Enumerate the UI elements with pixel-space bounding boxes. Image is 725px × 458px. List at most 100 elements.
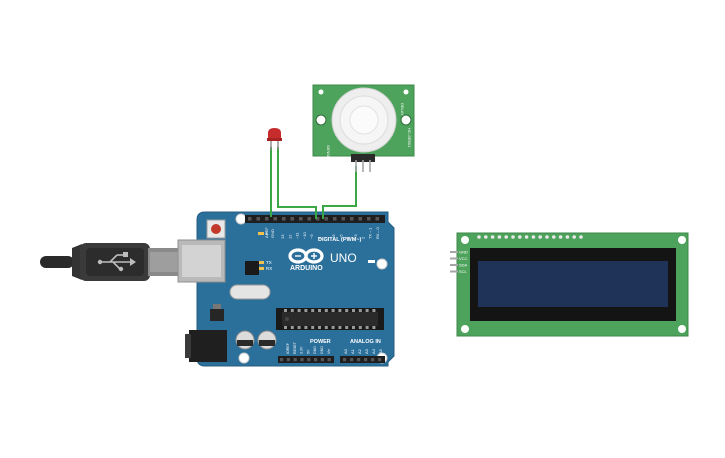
header-pin-hole[interactable] xyxy=(333,217,337,221)
header-pin-hole[interactable] xyxy=(367,217,371,221)
power-pin-label: Vin xyxy=(327,349,331,354)
power-pin-label: 3.3V xyxy=(300,346,304,354)
atmega-pin xyxy=(304,326,308,329)
pir-hole xyxy=(403,89,409,95)
header-pin-hole[interactable] xyxy=(341,217,346,221)
header-pin-hole[interactable] xyxy=(282,217,286,221)
lcd-top-pin xyxy=(504,235,509,239)
header-pin-hole[interactable] xyxy=(290,217,295,221)
lcd-pin-label: SCL xyxy=(459,269,468,274)
digital-pin-label: ~11 xyxy=(295,232,300,239)
power-header xyxy=(278,356,334,363)
on-led xyxy=(368,260,375,263)
digital-pin-label: RX←0 xyxy=(375,226,380,239)
atmega-pin xyxy=(297,309,301,312)
digital-pin-label: 12 xyxy=(287,234,292,239)
header-pin-hole[interactable] xyxy=(357,358,361,362)
gnd-top-label: GND xyxy=(270,229,275,238)
dc-power-jack[interactable] xyxy=(189,330,227,362)
mounting-hole xyxy=(376,258,388,270)
red-led[interactable] xyxy=(267,128,282,150)
header-pin-hole[interactable] xyxy=(307,358,311,362)
header-pin-hole[interactable] xyxy=(324,217,329,221)
atmega-pins xyxy=(284,309,376,329)
sensitivity-potentiometer[interactable] xyxy=(315,114,327,126)
usb-icon xyxy=(97,252,136,272)
lcd-mount-hole xyxy=(678,325,686,333)
header-pin-hole[interactable] xyxy=(371,358,375,362)
atmega-pin xyxy=(304,309,308,312)
wire-pir-out[interactable] xyxy=(322,166,357,219)
atmega-notch xyxy=(285,317,289,321)
lcd-top-pin xyxy=(484,235,488,239)
capacitor-stripe xyxy=(259,340,275,346)
header-pin-hole[interactable] xyxy=(378,358,382,362)
analog-pin-label: A0 xyxy=(343,348,348,354)
analog-pin-label: A4 xyxy=(371,348,376,354)
board-model-label: UNO xyxy=(330,251,357,265)
analog-pin-label: A2 xyxy=(357,348,362,354)
pir-sensor[interactable]: SENSITIVITY DELAY HC-SR501 xyxy=(312,84,415,172)
header-pin-hole[interactable] xyxy=(307,217,312,221)
header-pin-hole[interactable] xyxy=(316,217,320,221)
tx-label: TX xyxy=(266,260,272,265)
pir-header xyxy=(351,154,375,162)
header-pin-hole[interactable] xyxy=(293,358,297,362)
lcd-side-pin[interactable] xyxy=(450,270,458,273)
header-pin-hole[interactable] xyxy=(314,358,318,362)
lcd-side-pin[interactable] xyxy=(450,257,458,260)
atmega-pin xyxy=(324,309,328,312)
atmega-pin xyxy=(358,326,362,329)
header-pin-hole[interactable] xyxy=(375,217,380,221)
atmega-pin xyxy=(372,309,376,312)
header-pin-hole[interactable] xyxy=(273,217,278,221)
header-pin-hole[interactable] xyxy=(256,217,261,221)
rx-led xyxy=(258,267,264,270)
infinity-logo-icon xyxy=(288,248,324,264)
power-pin-label: IOREF xyxy=(286,342,290,354)
reset-button[interactable] xyxy=(211,224,221,234)
arduino-logo-text: ARDUINO xyxy=(290,265,323,272)
usb-cable[interactable] xyxy=(40,243,180,281)
digital-pin-holes xyxy=(248,217,379,221)
header-pin-hole[interactable] xyxy=(358,217,363,221)
atmega-pin xyxy=(318,309,321,312)
atmega-pin xyxy=(365,326,369,329)
header-pin-hole[interactable] xyxy=(300,358,304,362)
wire-led-anode[interactable] xyxy=(277,147,317,219)
atmega-pin xyxy=(331,309,335,312)
atmega-pin xyxy=(365,309,369,312)
digital-pin-label: ~6 xyxy=(331,234,336,239)
header-pin-hole[interactable] xyxy=(350,358,354,362)
header-pin-hole[interactable] xyxy=(286,358,290,362)
lcd-side-pin[interactable] xyxy=(450,251,458,253)
lcd-pin-label: VCC xyxy=(459,256,468,261)
usb-controller-chip xyxy=(245,261,259,275)
header-pin-hole[interactable] xyxy=(320,358,324,362)
header-pin-hole[interactable] xyxy=(248,217,252,221)
lcd-side-pin[interactable] xyxy=(450,264,458,266)
lcd-top-pin xyxy=(572,235,576,239)
tx-led xyxy=(258,261,264,264)
digital-pin-label: ~5 xyxy=(338,234,343,239)
header-pin-hole[interactable] xyxy=(364,358,368,362)
analog-pin-label: A5 xyxy=(378,348,383,354)
lcd-top-pin xyxy=(538,235,542,239)
atmega-pin xyxy=(311,326,315,329)
header-pin-hole[interactable] xyxy=(299,217,303,221)
atmega-pin xyxy=(331,326,335,329)
header-pin-hole[interactable] xyxy=(265,217,269,221)
header-pin-hole[interactable] xyxy=(343,358,347,362)
delay-potentiometer[interactable] xyxy=(400,114,412,126)
usb-cable-strain xyxy=(72,244,82,280)
header-pin-hole[interactable] xyxy=(350,217,354,221)
header-pin-hole[interactable] xyxy=(280,358,284,362)
atmega-pin xyxy=(290,326,294,329)
header-pin-hole[interactable] xyxy=(327,358,331,362)
power-pin-label: RESET xyxy=(293,341,297,354)
